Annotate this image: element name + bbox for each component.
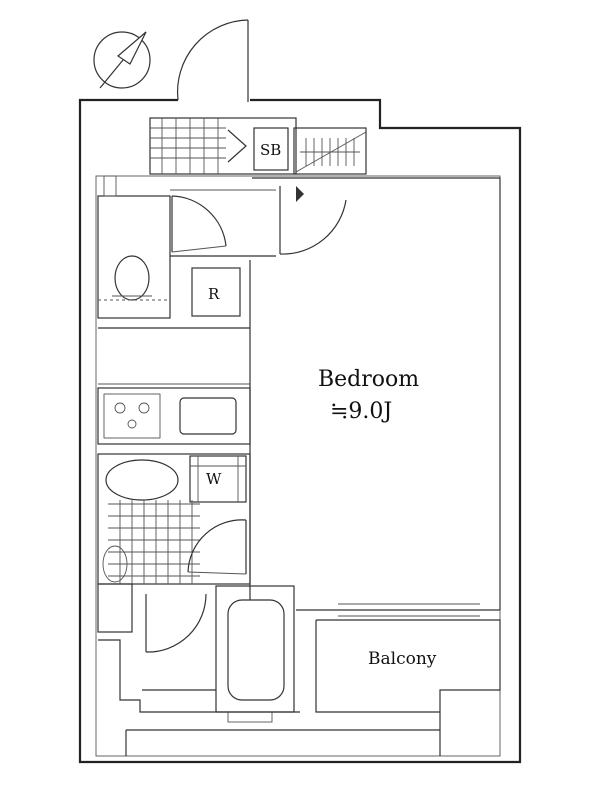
closet: [293, 127, 367, 175]
shoe-box: SB: [253, 127, 289, 171]
storage-label: SB: [260, 141, 281, 159]
north-arrow-icon: [93, 31, 151, 89]
stove-icon: [103, 393, 161, 439]
toilet-room: [97, 175, 171, 319]
bathroom-door: [145, 593, 207, 653]
fridge-label: R: [208, 285, 220, 303]
bedroom-label: Bedroom: [318, 367, 419, 392]
kitchen: [97, 260, 251, 600]
balcony: Balcony: [315, 619, 501, 713]
bedroom: Bedroom ≒9.0J: [252, 177, 501, 617]
refrigerator: R: [191, 267, 241, 317]
hall-doors: [170, 186, 347, 257]
outer-walls: [78, 98, 522, 764]
balcony-label: Balcony: [368, 649, 437, 669]
washer-label: W: [206, 470, 222, 488]
bathroom: [142, 585, 295, 723]
sink-icon: [179, 397, 237, 435]
bathtub-icon: [227, 599, 285, 701]
entrance: [149, 117, 297, 175]
bath-toilet: [97, 545, 133, 633]
washroom: W: [97, 453, 251, 585]
entry-door: [176, 19, 249, 102]
lower-walls: [98, 639, 441, 756]
bedroom-size: ≒9.0J: [330, 399, 392, 424]
toilet-icon: [114, 255, 150, 301]
wash-basin-icon: [105, 459, 179, 501]
